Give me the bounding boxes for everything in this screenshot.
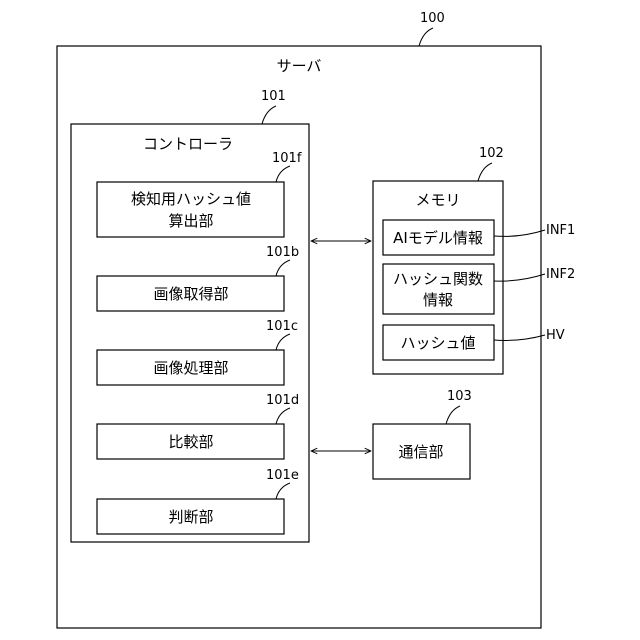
unit-image-acquire-label: 画像取得部 [153,285,228,303]
unit-hash-calc-label-1: 検知用ハッシュ値 [131,190,251,208]
server-ref: 100 [420,11,445,26]
controller-ref: 101 [261,89,286,104]
unit-compare-ref: 101d [266,393,299,408]
controller-title: コントローラ [143,135,233,153]
comm-title: 通信部 [398,443,443,461]
memory-item-hash-func: ハッシュ関数 情報 INF2 [383,264,575,314]
unit-hash-calc-label-2: 算出部 [168,212,213,230]
memory-title: メモリ [415,191,460,209]
memory-item-hash-func-tag: INF2 [546,267,575,282]
unit-image-process-label: 画像処理部 [153,359,228,377]
unit-judge-ref: 101e [266,468,299,483]
server-title: サーバ [277,57,322,75]
memory-item-ai-model-tag: INF1 [546,223,575,238]
memory-item-hash-value-tag: HV [546,328,565,343]
controller-block: コントローラ 101 検知用ハッシュ値 算出部 101f 画像取得部 101b … [71,89,309,542]
unit-image-acquire-ref: 101b [266,245,299,260]
comm-ref: 103 [447,389,472,404]
memory-item-hash-func-label-2: 情報 [423,291,453,309]
unit-image-process-ref: 101c [266,319,298,334]
unit-hash-calc-ref: 101f [272,151,302,166]
memory-ref: 102 [479,146,504,161]
memory-item-ai-model-label: AIモデル情報 [393,229,483,247]
unit-judge-label: 判断部 [168,508,213,526]
memory-item-ai-model: AIモデル情報 INF1 [383,220,575,255]
unit-compare-label: 比較部 [168,433,213,451]
server-ref-leader [419,28,433,46]
memory-item-hash-value-label: ハッシュ値 [400,334,475,352]
memory-item-hash-func-label-1: ハッシュ関数 [393,270,483,288]
